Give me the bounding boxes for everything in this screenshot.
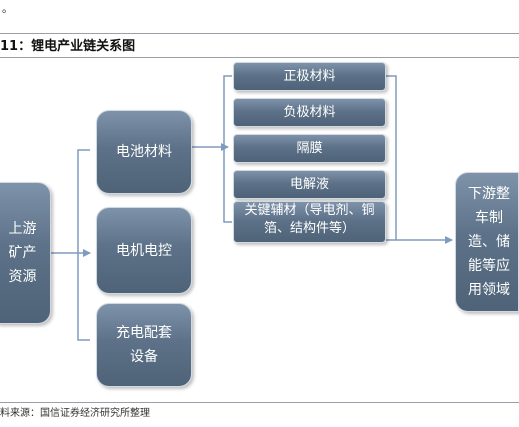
figure-caption: 11：锂电产业链关系图 — [0, 39, 136, 54]
cathode-box: 正极材料 — [233, 62, 386, 91]
separator-box: 隔膜 — [233, 134, 386, 163]
materials-right-bracket — [386, 75, 397, 241]
top-note: 。 — [2, 2, 13, 15]
caption-top-rule — [0, 33, 519, 34]
anode-box: 负极材料 — [233, 98, 386, 127]
electrolyte-box: 电解液 — [233, 170, 386, 199]
source-note: 料来源：国信证券经济研究所整理 — [0, 408, 150, 419]
downstream-box: 下游整车制造、储能等应用领域 — [455, 172, 519, 312]
upstream-box: 上游矿产资源 — [0, 182, 51, 324]
auxiliary-box: 关键辅材（导电剂、铜箔、结构件等） — [233, 201, 386, 243]
battery-materials-box: 电池材料 — [96, 110, 192, 194]
middle-bracket — [77, 149, 90, 341]
materials-bracket — [223, 75, 232, 223]
caption-bottom-rule — [0, 57, 519, 58]
source-rule — [0, 402, 519, 403]
charging-equipment-box: 充电配套设备 — [96, 303, 192, 387]
motor-control-box: 电机电控 — [96, 207, 192, 294]
